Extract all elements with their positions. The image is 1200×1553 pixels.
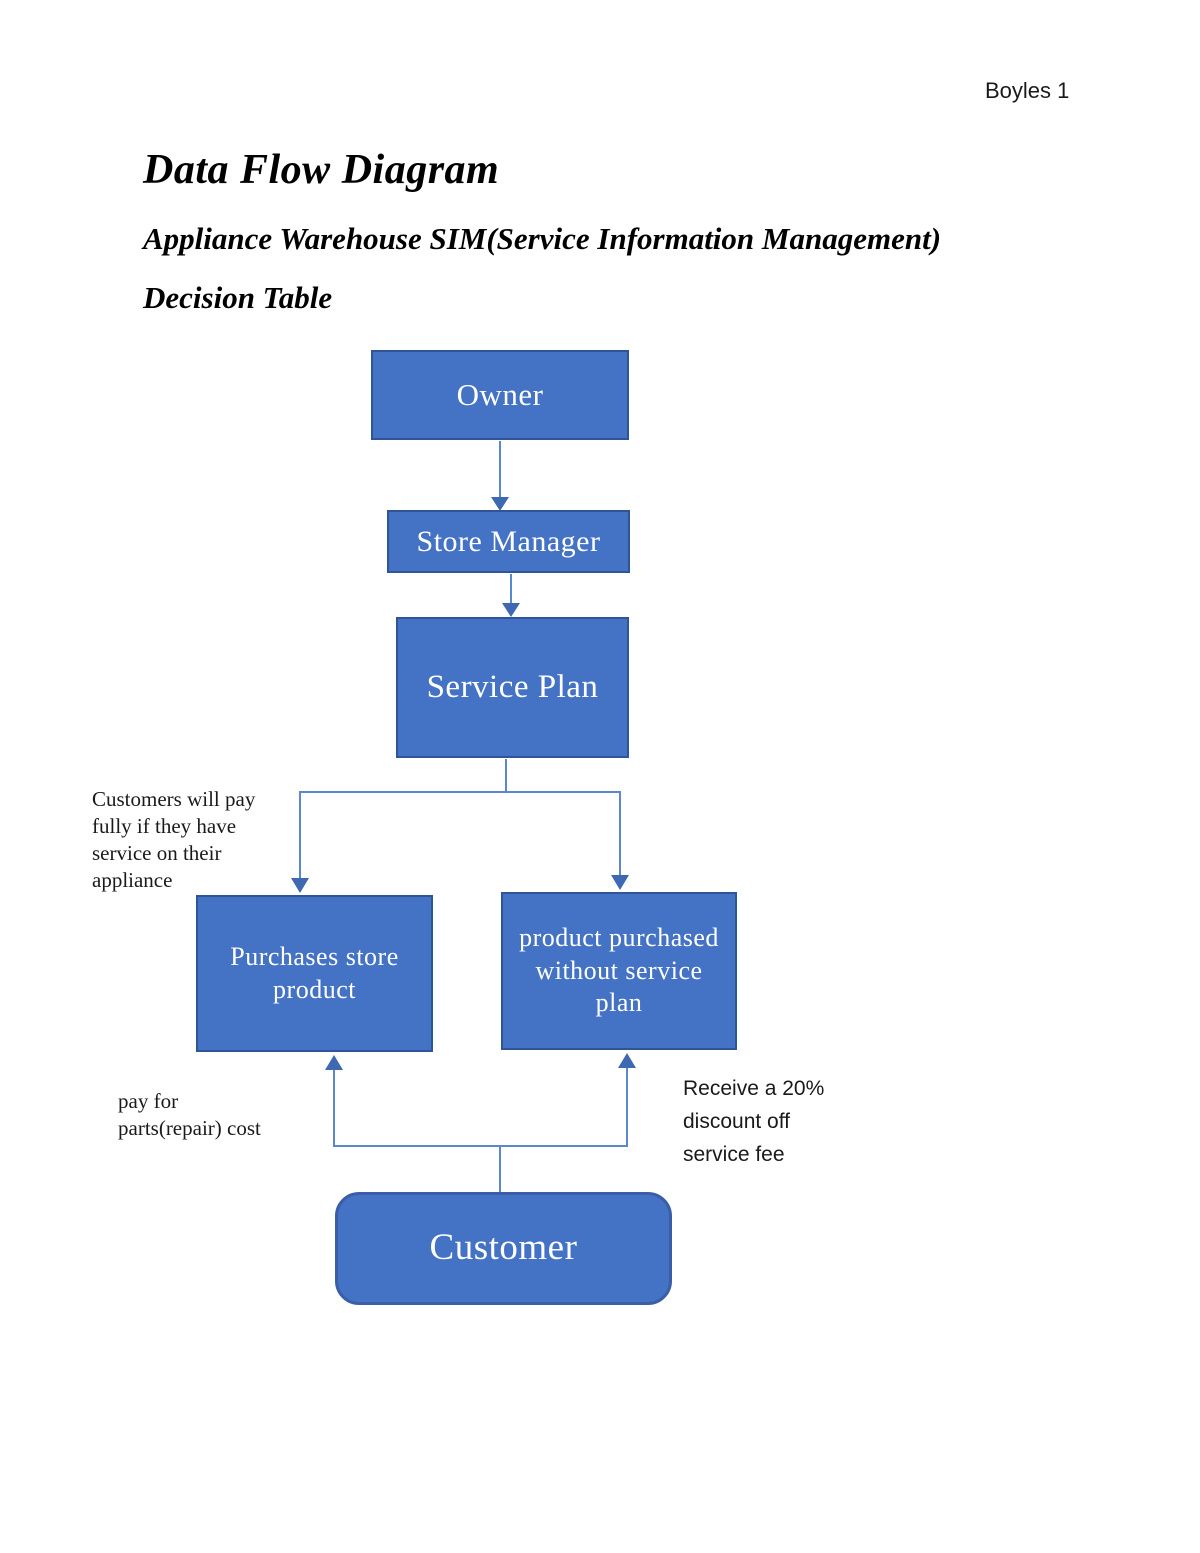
node-purchases-label: Purchases store product [230, 942, 399, 1004]
edge-service-plan-branch [291, 759, 629, 893]
node-owner: Owner [371, 350, 629, 440]
edge-store-manager-to-service-plan [502, 574, 520, 617]
doc-subtitle-decision-table: Decision Table [143, 280, 333, 315]
node-service-plan: Service Plan [396, 617, 629, 758]
node-purchases-store-product: Purchases store product [196, 895, 433, 1052]
node-store-manager: Store Manager [387, 510, 630, 573]
annotation-discount: Receive a 20% discount off service fee [683, 1077, 825, 1166]
node-customer-label: Customer [429, 1227, 578, 1269]
page-number-header: Boyles 1 [985, 78, 1070, 103]
node-product-without-service-plan: product purchased without service plan [501, 892, 737, 1050]
node-no-plan-label: product purchased without service plan [519, 923, 719, 1018]
doc-subtitle: Appliance Warehouse SIM(Service Informat… [143, 221, 942, 256]
edge-owner-to-store-manager [491, 441, 509, 511]
annotation-service-note: Customers will pay fully if they have se… [92, 787, 256, 892]
node-owner-label: Owner [456, 376, 544, 412]
edge-customer-branch [325, 1053, 636, 1192]
node-customer: Customer [335, 1192, 672, 1305]
doc-title: Data Flow Diagram [143, 147, 500, 193]
node-store-manager-label: Store Manager [416, 524, 601, 558]
node-service-plan-label: Service Plan [426, 668, 599, 705]
annotation-pay-for-parts: pay for parts(repair) cost [118, 1089, 261, 1140]
